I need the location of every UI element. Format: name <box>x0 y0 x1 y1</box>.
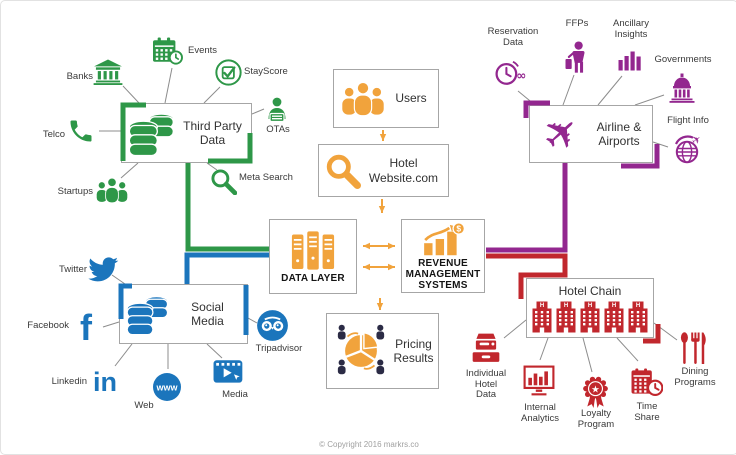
magnifier-icon <box>210 168 237 195</box>
chart-dollar-icon: $ <box>421 221 465 256</box>
governments-label: Governments <box>654 54 712 65</box>
social-media-box: Social Media <box>119 284 248 344</box>
database-icon <box>126 293 170 336</box>
flight-info-label: Flight Info <box>667 115 709 126</box>
stayscore-label: StayScore <box>244 66 288 77</box>
revenue-management-systems-box: $ REVENUE MANAGEMENT SYSTEMS <box>401 219 485 293</box>
svg-text:H: H <box>564 303 568 309</box>
bars-icon <box>618 47 642 71</box>
svg-text:$: $ <box>456 223 461 233</box>
pricing-results-box: Pricing Results <box>326 313 439 389</box>
hotel-icon: H <box>532 301 552 333</box>
data-layer-label: DATA LAYER <box>281 272 345 284</box>
users-label: Users <box>395 91 427 106</box>
svg-text:f: f <box>80 310 93 344</box>
cashbox-icon <box>470 333 502 363</box>
svg-text:H: H <box>588 303 592 309</box>
third-party-data-box: Third Party Data <box>121 103 252 163</box>
hotel-icon: H <box>604 301 624 333</box>
rosette-icon: ★ <box>581 376 610 409</box>
capitol-icon <box>667 73 697 103</box>
svg-text:∞: ∞ <box>516 69 526 83</box>
events-label: Events <box>188 45 218 56</box>
ffps-label: FFPs <box>565 18 589 29</box>
person-desk-icon <box>264 97 290 123</box>
airline-airports-box: ✈ Airline & Airports <box>529 105 653 163</box>
copyright-text: © Copyright 2016 markrs.co <box>319 440 419 449</box>
media-label: Media <box>222 389 248 400</box>
traveler-icon <box>564 40 590 74</box>
svg-text:H: H <box>636 303 640 309</box>
reservation-data-label: Reservation Data <box>487 26 539 48</box>
check-icon <box>214 58 242 86</box>
web-label: Web <box>134 400 154 411</box>
cutlery-icon <box>680 331 707 365</box>
media-icon <box>213 358 245 386</box>
airline-airports-label: Airline & Airports <box>596 119 642 148</box>
tripadvisor-label: Tripadvisor <box>255 343 303 354</box>
linkedin-icon: in <box>88 368 122 394</box>
users-icon <box>340 81 386 116</box>
dining-programs-label: Dining Programs <box>674 366 716 388</box>
svg-text:H: H <box>612 303 616 309</box>
users-box: Users <box>333 69 439 128</box>
hotel-website-label: Hotel Website.com <box>368 156 439 185</box>
tripadvisor-icon <box>256 309 289 342</box>
time-share-label: Time Share <box>634 401 660 423</box>
loyalty-program-label: Loyalty Program <box>577 408 615 430</box>
banks-label: Banks <box>66 71 93 82</box>
database-icon <box>128 110 176 157</box>
otas-label: OTAs <box>266 124 290 135</box>
hotel-icon: H <box>580 301 600 333</box>
svg-text:H: H <box>540 303 544 309</box>
startups-label: Startups <box>57 186 93 197</box>
third-party-data-label: Third Party Data <box>183 118 242 147</box>
internal-analytics-label: Internal Analytics <box>520 402 559 424</box>
www-icon: www <box>152 372 182 402</box>
svg-text:✈: ✈ <box>536 108 588 160</box>
plane-icon: ✈ <box>536 108 588 160</box>
calendar-clock-icon <box>630 367 663 397</box>
ancillary-insights-label: Ancillary Insights <box>613 18 649 40</box>
pie-people-icon <box>332 324 390 378</box>
data-layer-box: DATA LAYER <box>269 219 357 294</box>
facebook-icon: f <box>73 310 99 344</box>
svg-text:★: ★ <box>591 384 600 395</box>
linkedin-label: Linkedin <box>51 376 87 387</box>
hotel-icon: H <box>628 301 648 333</box>
svg-text:in: in <box>93 368 117 394</box>
bank-icon <box>93 59 123 85</box>
twitter-label: Twitter <box>59 264 87 275</box>
hotel-chain-label: Hotel Chain <box>558 283 622 298</box>
monitor-bars-icon <box>523 365 555 397</box>
individual-hotel-data-label: Individual Hotel Data <box>465 368 507 401</box>
pricing-results-label: Pricing Results <box>393 336 434 365</box>
globe-plane-icon: ✈ <box>672 134 704 166</box>
social-media-label: Social Media <box>191 299 224 328</box>
people-icon <box>95 177 129 203</box>
hotel-website-box: Hotel Website.com <box>318 144 449 197</box>
phone-icon <box>67 117 95 145</box>
magnifier-solid-icon <box>325 153 361 189</box>
telco-label: Telco <box>42 129 65 140</box>
meta-search-label: Meta Search <box>239 172 293 183</box>
revenue-management-systems-label: REVENUE MANAGEMENT SYSTEMS <box>405 257 481 291</box>
clock-infinity-icon: ∞ <box>494 59 530 87</box>
servers-icon <box>290 229 336 271</box>
calendar-icon <box>151 37 183 65</box>
twitter-icon <box>87 254 119 286</box>
facebook-label: Facebook <box>27 320 69 331</box>
hotel-icon: H <box>556 301 576 333</box>
svg-text:www: www <box>155 383 178 393</box>
